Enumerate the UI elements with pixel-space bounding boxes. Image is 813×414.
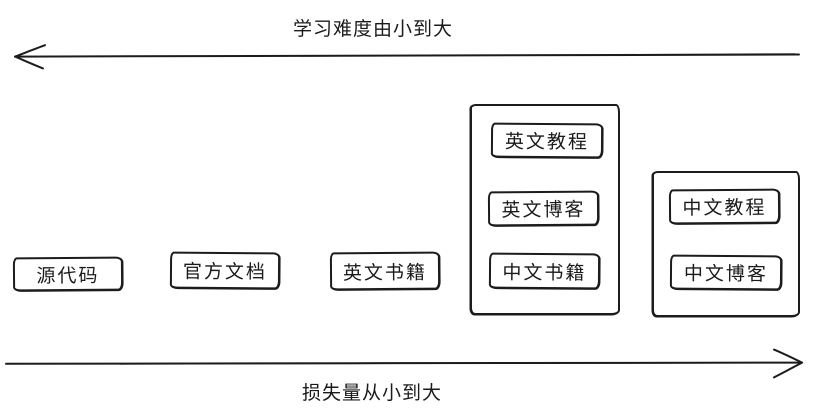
node-label: 中文书籍 <box>502 262 587 284</box>
difficulty-axis-label: 学习难度由小到大 <box>292 19 454 40</box>
node-label: 英文书籍 <box>342 262 428 284</box>
node-box-chinese-books: 中文书籍 <box>488 252 601 290</box>
node-box-official-docs: 官方文档 <box>169 251 281 290</box>
node-label: 英文教程 <box>504 131 590 154</box>
node-box-english-books: 英文书籍 <box>329 251 441 291</box>
node-label: 中文博客 <box>683 263 769 286</box>
node-label: 源代码 <box>36 265 100 287</box>
group-box-1: 英文教程 英文博客 中文书籍 <box>470 104 620 315</box>
node-label: 中文教程 <box>682 197 767 220</box>
node-box-source-code: 源代码 <box>12 256 124 292</box>
node-label: 官方文档 <box>182 261 268 284</box>
loss-axis-arrow-right <box>5 348 803 379</box>
node-box-chinese-tutorials: 中文教程 <box>668 188 781 225</box>
node-label: 英文博客 <box>501 199 586 222</box>
group-box-2: 中文教程 中文博客 <box>652 171 800 317</box>
node-box-chinese-blogs: 中文博客 <box>669 254 783 291</box>
difficulty-axis-arrow-left <box>14 44 800 70</box>
node-box-english-tutorials: 英文教程 <box>490 122 604 159</box>
node-box-english-blogs: 英文博客 <box>487 190 600 227</box>
loss-axis-label: 损失量从小到大 <box>301 383 443 404</box>
